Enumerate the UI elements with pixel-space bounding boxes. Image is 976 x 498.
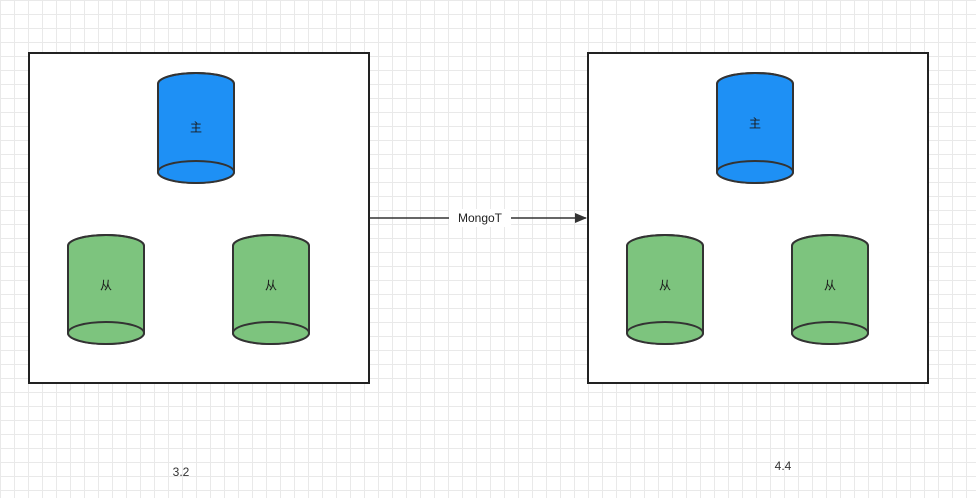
cylinder-bottom-rim	[626, 321, 704, 345]
cylinder-bottom-rim	[157, 160, 235, 184]
secondary-db-right-1: 从	[626, 234, 704, 345]
secondary-db-label: 从	[265, 279, 277, 293]
cylinder-top-rim	[232, 234, 310, 247]
cylinder-top-rim	[157, 72, 235, 85]
database-cylinder-icon	[157, 72, 235, 184]
cylinder-bottom-rim	[791, 321, 869, 345]
database-cylinder-icon	[232, 234, 310, 345]
primary-db-left: 主	[157, 72, 235, 184]
version-label-right: 4.4	[775, 459, 792, 473]
secondary-db-label: 从	[824, 279, 836, 293]
secondary-db-left-1: 从	[67, 234, 145, 345]
version-label-left: 3.2	[173, 465, 190, 479]
database-cylinder-icon	[626, 234, 704, 345]
cylinder-bottom-rim	[716, 160, 794, 184]
secondary-db-label: 从	[100, 279, 112, 293]
cylinder-bottom-rim	[67, 321, 145, 345]
cylinder-top-rim	[626, 234, 704, 247]
secondary-db-label: 从	[659, 279, 671, 293]
edge-label: MongoT	[458, 211, 503, 225]
database-cylinder-icon	[716, 72, 794, 184]
edge-label-background	[449, 209, 511, 227]
primary-db-label: 主	[749, 117, 761, 131]
cylinder-bottom-rim	[232, 321, 310, 345]
secondary-db-right-2: 从	[791, 234, 869, 345]
database-cylinder-icon	[791, 234, 869, 345]
primary-db-label: 主	[190, 121, 202, 135]
primary-db-right: 主	[716, 72, 794, 184]
cylinder-top-rim	[67, 234, 145, 247]
cylinder-top-rim	[716, 72, 794, 85]
migration-edge: MongoT	[370, 209, 587, 227]
secondary-db-left-2: 从	[232, 234, 310, 345]
cylinder-top-rim	[791, 234, 869, 247]
database-cylinder-icon	[67, 234, 145, 345]
